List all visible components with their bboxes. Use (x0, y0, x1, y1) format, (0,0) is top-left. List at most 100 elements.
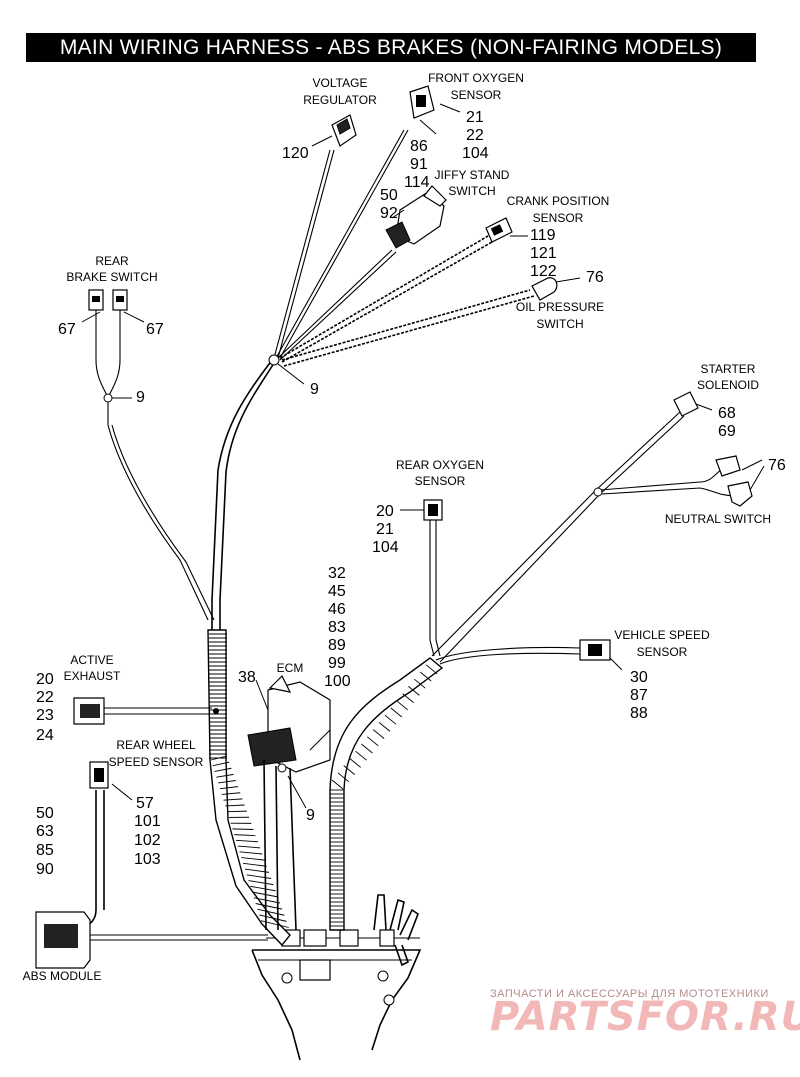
callout-ecm-bracket: 38 (238, 669, 256, 686)
callout-ecm-clip: 9 (306, 807, 315, 824)
leader-lines (81, 103, 765, 809)
callout-starter-solenoid-2: 69 (718, 423, 736, 440)
vehicle-speed-label-1: VEHICLE SPEED (614, 628, 710, 642)
ecm-label: ECM (277, 661, 304, 675)
callout-vehicle-speed-2: 87 (630, 687, 648, 704)
component-labels: VOLTAGE REGULATOR FRONT OXYGEN SENSOR JI… (23, 71, 771, 983)
front-oxygen-sensor-connector (409, 85, 435, 119)
callout-ecm-group-1: 32 (328, 565, 346, 582)
active-exhaust-branch (73, 697, 219, 725)
callout-starter-solenoid-1: 68 (718, 405, 736, 422)
callout-crank-position-1: 119 (530, 227, 556, 244)
oil-pressure-label-2: SWITCH (536, 317, 583, 331)
callout-abs-module-1: 50 (36, 805, 54, 822)
callout-rear-wheel-speed-2: 101 (134, 813, 161, 830)
harness-base (251, 894, 422, 1061)
neutral-switch-connector-lower (727, 481, 753, 507)
vehicle-speed-branch (435, 639, 611, 665)
jiffy-stand-label-2: SWITCH (448, 184, 495, 198)
active-exhaust-label-2: EXHAUST (64, 669, 121, 683)
callout-rear-oxygen-3: 104 (372, 539, 399, 556)
callout-abs-module-3: 85 (36, 842, 54, 859)
callout-rear-oxygen-2: 21 (376, 521, 394, 538)
rear-oxygen-branch (423, 499, 443, 657)
vehicle-speed-label-2: SENSOR (637, 645, 688, 659)
jiffy-stand-switch-connector (385, 185, 447, 249)
voltage-regulator-label-1: VOLTAGE (313, 76, 368, 90)
abs-branch (35, 761, 268, 969)
rear-wheel-speed-label-2: SPEED SENSOR (109, 755, 204, 769)
neutral-switch-label: NEUTRAL SWITCH (665, 512, 771, 526)
callout-crank-position-2: 121 (530, 245, 557, 262)
rear-brake-label-2: BRAKE SWITCH (66, 270, 157, 284)
diagram-title: MAIN WIRING HARNESS - ABS BRAKES (NON-FA… (59, 35, 723, 59)
callout-ecm-group-5: 89 (328, 637, 346, 654)
rear-brake-branch (88, 289, 215, 621)
callout-active-exhaust-4: 24 (36, 727, 54, 744)
watermark: ЗАПЧАСТИ И АКСЕССУАРЫ ДЛЯ МОТОТЕХНИКИ PA… (490, 988, 800, 1040)
callout-numbers: 120 21 22 104 86 91 114 50 92 119 121 12… (36, 109, 786, 878)
left-main-trunk (207, 359, 291, 947)
starter-solenoid-connector (673, 391, 699, 417)
callout-rear-brake-left: 67 (58, 321, 76, 338)
rear-wheel-speed-label-1: REAR WHEEL (116, 738, 196, 752)
callout-ecm-group-7: 100 (324, 673, 351, 690)
rear-oxygen-label-2: SENSOR (415, 474, 466, 488)
callout-rear-brake-right: 67 (146, 321, 164, 338)
oil-pressure-label-1: OIL PRESSURE (516, 300, 604, 314)
callout-harness-upper-2: 91 (410, 156, 428, 173)
title-bar: MAIN WIRING HARNESS - ABS BRAKES (NON-FA… (26, 33, 756, 62)
callout-harness-upper-3: 114 (404, 174, 430, 191)
starter-neutral-branch (431, 391, 753, 663)
callout-harness-upper-1: 86 (410, 138, 428, 155)
callout-front-oxygen-1: 21 (466, 109, 484, 126)
callout-oil-pressure: 76 (586, 269, 604, 286)
callout-neutral-switch: 76 (768, 457, 786, 474)
callout-jiffy-stand-2: 92 (380, 205, 398, 222)
watermark-brand: PARTSFOR.RU (490, 994, 800, 1040)
callout-voltage-regulator: 120 (282, 145, 309, 162)
callout-crank-position-3: 122 (530, 263, 557, 280)
crank-position-label-2: SENSOR (533, 211, 584, 225)
callout-active-exhaust-1: 20 (36, 671, 54, 688)
right-main-trunk (329, 657, 444, 931)
watermark-tagline: ЗАПЧАСТИ И АКСЕССУАРЫ ДЛЯ МОТОТЕХНИКИ (490, 988, 769, 1000)
voltage-regulator-label-2: REGULATOR (303, 93, 377, 107)
callout-front-oxygen-3: 104 (462, 145, 489, 162)
callout-abs-module-4: 90 (36, 861, 54, 878)
abs-module-label: ABS MODULE (23, 969, 102, 983)
ecm-unit (247, 674, 331, 931)
callout-rear-wheel-speed-4: 103 (134, 851, 161, 868)
neutral-switch-connector-upper (715, 455, 741, 477)
starter-solenoid-label-1: STARTER (701, 362, 756, 376)
callout-rear-wheel-speed-1: 57 (136, 795, 154, 812)
callout-ecm-group-6: 99 (328, 655, 346, 672)
callout-ecm-group-3: 46 (328, 601, 346, 618)
callout-main-clip: 9 (310, 381, 319, 398)
starter-solenoid-label-2: SOLENOID (697, 378, 759, 392)
callout-front-oxygen-2: 22 (466, 127, 484, 144)
voltage-regulator-connector (331, 114, 357, 147)
callout-active-exhaust-2: 22 (36, 689, 54, 706)
crank-position-sensor-connector (485, 217, 513, 243)
callout-rear-brake-clip: 9 (136, 389, 145, 406)
callout-ecm-group-4: 83 (328, 619, 346, 636)
rear-oxygen-label-1: REAR OXYGEN (396, 458, 484, 472)
active-exhaust-label-1: ACTIVE (70, 653, 113, 667)
callout-active-exhaust-3: 23 (36, 707, 54, 724)
crank-position-label-1: CRANK POSITION (507, 194, 610, 208)
callout-rear-oxygen-1: 20 (376, 503, 394, 520)
oil-pressure-switch-connector (531, 277, 558, 301)
rear-brake-label-1: REAR (95, 254, 129, 268)
callout-jiffy-stand-1: 50 (380, 187, 398, 204)
front-oxygen-label-1: FRONT OXYGEN (428, 71, 524, 85)
callout-abs-module-2: 63 (36, 823, 54, 840)
callout-vehicle-speed-3: 88 (630, 705, 648, 722)
callout-rear-wheel-speed-3: 102 (134, 832, 161, 849)
jiffy-stand-label-1: JIFFY STAND (435, 168, 510, 182)
front-oxygen-label-2: SENSOR (451, 88, 502, 102)
callout-ecm-group-2: 45 (328, 583, 346, 600)
upper-wire-fan (268, 129, 535, 367)
callout-vehicle-speed-1: 30 (630, 669, 648, 686)
